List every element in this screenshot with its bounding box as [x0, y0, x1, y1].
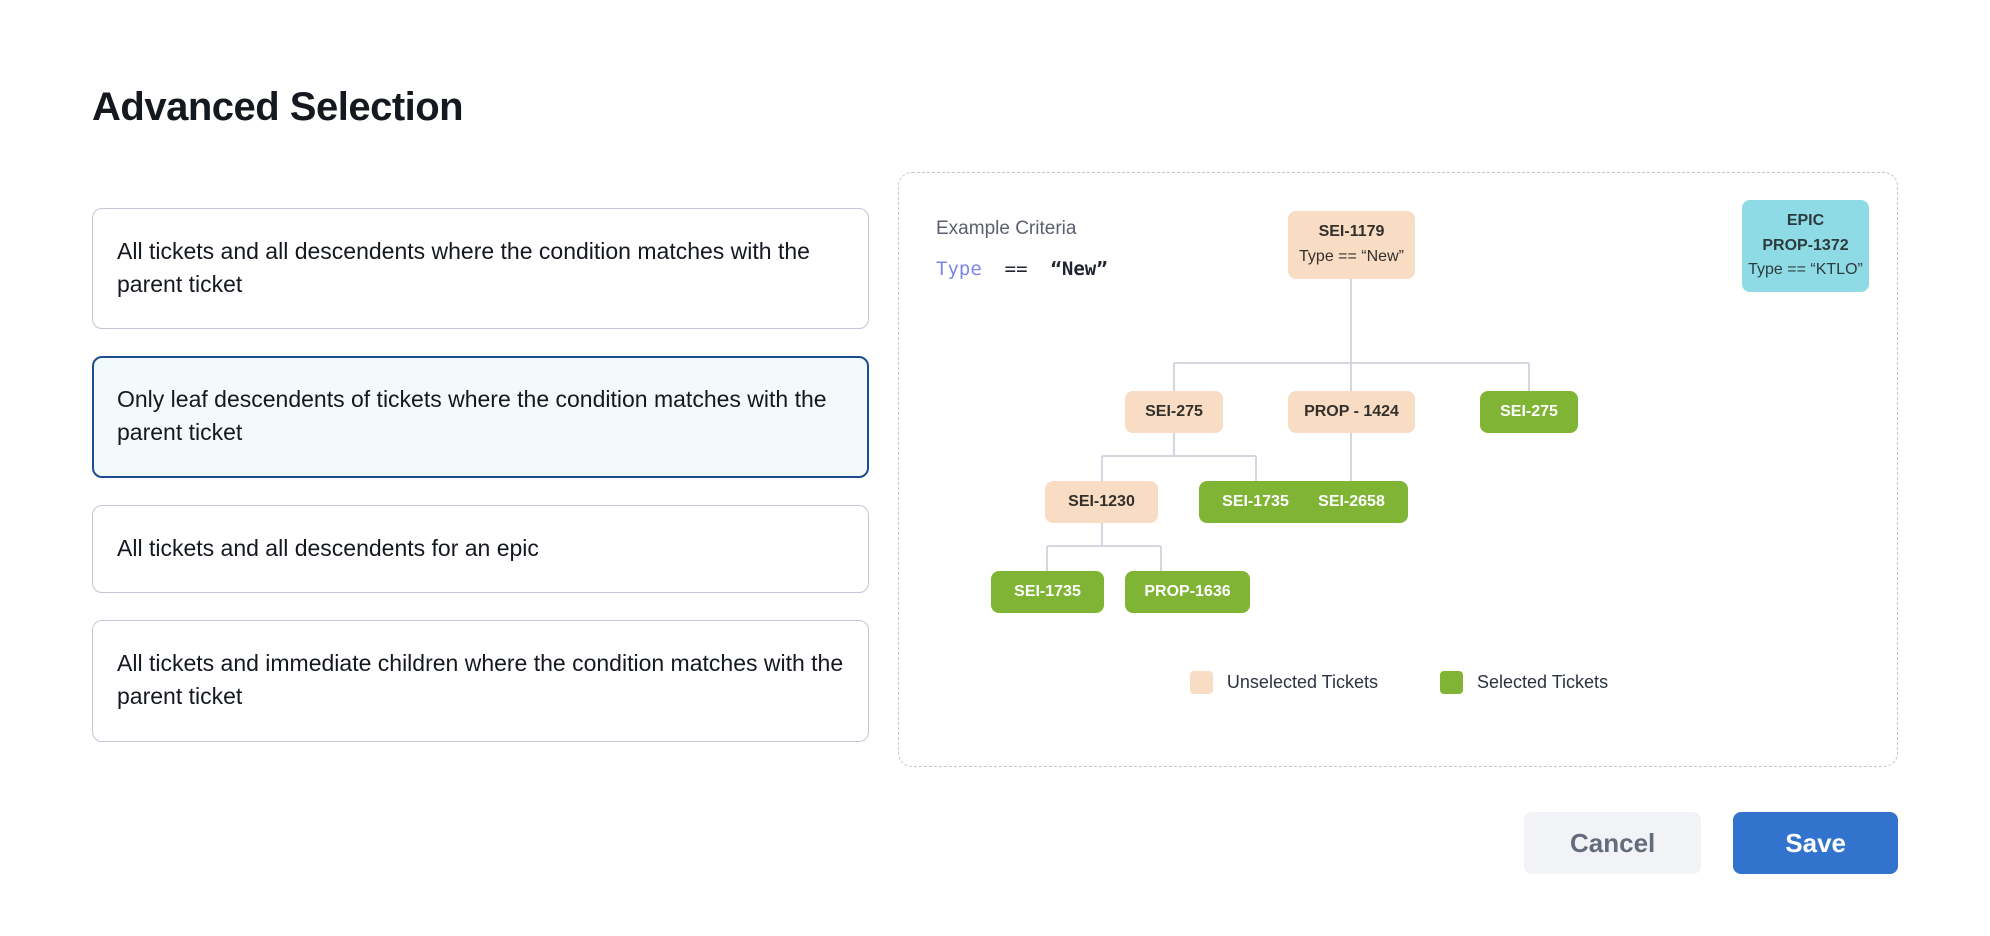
tree-node-line: SEI-1230 [1068, 492, 1135, 510]
tree-node-line: SEI-2658 [1318, 492, 1385, 510]
tree-node-line: SEI-275 [1145, 402, 1203, 420]
tree-node-line: SEI-275 [1500, 402, 1558, 420]
option-card-only-leaf-descendents-condition[interactable]: Only leaf descendents of tickets where t… [92, 356, 869, 478]
legend-swatch-unselected-icon [1189, 671, 1213, 694]
tree-node-sei-2658[interactable]: SEI-2658 [1295, 481, 1408, 523]
page-title: Advanced Selection [92, 84, 464, 129]
save-button[interactable]: Save [1733, 812, 1898, 874]
criteria-value: “New” [1050, 258, 1108, 280]
tree-node-epic-prop-1372[interactable]: EPIC PROP-1372 Type == “KTLO” [1742, 200, 1869, 292]
selection-options-list: All tickets and all descendents where th… [92, 208, 869, 769]
cancel-button[interactable]: Cancel [1524, 812, 1702, 874]
tree-node-prop-1424[interactable]: PROP - 1424 [1288, 391, 1415, 433]
legend-label: Selected Tickets [1477, 672, 1609, 692]
tree-node-line: SEI-1735 [1014, 582, 1081, 600]
tree-node-prop-1636[interactable]: PROP-1636 [1125, 571, 1250, 613]
tree-node-sei-1230[interactable]: SEI-1230 [1045, 481, 1158, 523]
option-label: All tickets and all descendents where th… [117, 238, 810, 297]
example-criteria-block: Example Criteria Type == “New” [936, 218, 1108, 280]
ticket-tree: SEI-1179 Type == “New” EPIC PROP-1372 Ty… [899, 173, 1899, 768]
tree-node-line: SEI-1179 [1318, 223, 1385, 241]
tree-node-line: SEI-1735 [1222, 492, 1289, 510]
footer-actions: Cancel Save [1524, 812, 1898, 874]
criteria-field: Type [936, 258, 982, 280]
option-label: Only leaf descendents of tickets where t… [117, 386, 827, 445]
example-criteria-title: Example Criteria [936, 218, 1077, 239]
option-card-all-tickets-immediate-children-condition[interactable]: All tickets and immediate children where… [92, 620, 869, 742]
option-card-all-tickets-all-descendents-epic[interactable]: All tickets and all descendents for an e… [92, 504, 869, 594]
legend-label: Unselected Tickets [1226, 672, 1378, 692]
tree-node-line: PROP-1372 [1762, 236, 1849, 254]
tree-node-line: Type == “KTLO” [1748, 261, 1863, 279]
tree-node-sei-275-b[interactable]: SEI-275 [1480, 391, 1578, 433]
tree-node-line: PROP - 1424 [1304, 402, 1399, 420]
option-label: All tickets and immediate children where… [117, 650, 844, 709]
tree-node-sei-1735-b[interactable]: SEI-1735 [991, 571, 1104, 613]
tree-node-line: PROP-1636 [1144, 582, 1231, 600]
tree-node-line: EPIC [1786, 211, 1825, 229]
option-label: All tickets and all descendents for an e… [117, 534, 539, 561]
legend-item-selected-tickets: Selected Tickets [1440, 671, 1608, 694]
tree-connector-lines [1046, 278, 1530, 571]
example-diagram-panel: Example Criteria Type == “New” [898, 172, 1898, 767]
option-card-all-tickets-all-descendents-condition[interactable]: All tickets and all descendents where th… [92, 208, 869, 330]
diagram-legend: Unselected Tickets Selected Tickets [899, 671, 1899, 694]
tree-node-sei-1735-a[interactable]: SEI-1735 [1199, 481, 1312, 523]
tree-node-line: Type == “New” [1299, 248, 1404, 265]
legend-swatch-selected-icon [1440, 671, 1463, 694]
criteria-operator: == [1004, 258, 1028, 280]
example-criteria-expression: Type == “New” [936, 258, 1108, 280]
tree-node-sei-275-a[interactable]: SEI-275 [1125, 391, 1223, 433]
tree-node-sei-1179[interactable]: SEI-1179 Type == “New” [1288, 211, 1415, 279]
legend-item-unselected-tickets: Unselected Tickets [1189, 671, 1378, 694]
